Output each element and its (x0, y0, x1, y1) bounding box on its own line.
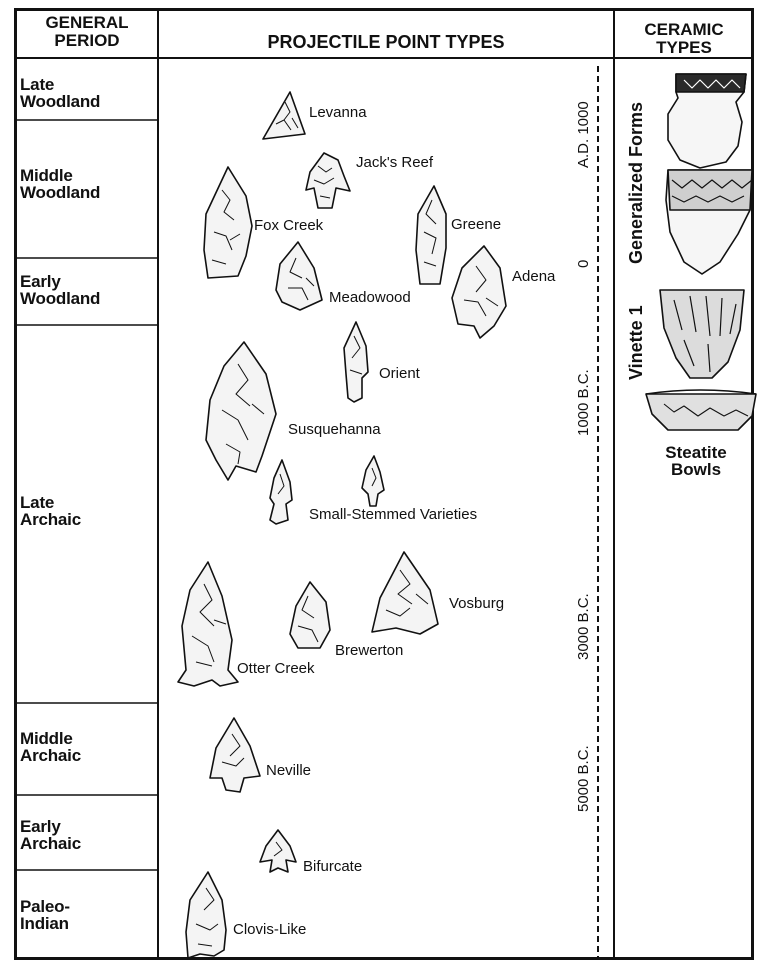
period-early-archaic: Early Archaic (20, 818, 81, 852)
steatite-bowl (646, 390, 756, 430)
vosburg-point (372, 552, 438, 634)
ceramic-types-header: CERAMIC TYPES (616, 21, 752, 57)
period-paleo-indian: Paleo- Indian (20, 898, 70, 932)
orient-point (344, 322, 368, 402)
otter-creek-point (178, 562, 238, 686)
label-meadowood: Meadowood (329, 289, 411, 306)
clovis-like-point (186, 872, 226, 958)
period-early-woodland: Early Woodland (20, 273, 100, 307)
period-late-woodland: Late Woodland (20, 76, 100, 110)
period-line: Archaic (20, 511, 81, 528)
label-adena: Adena (512, 268, 555, 285)
period-line: Late (20, 76, 100, 93)
label-greene: Greene (451, 216, 501, 233)
date-zero: 0 (575, 260, 592, 268)
neville-point (210, 718, 260, 792)
date-1000-bc: 1000 B.C. (575, 369, 592, 436)
period-middle-archaic: Middle Archaic (20, 730, 81, 764)
label-fox-creek: Fox Creek (254, 217, 323, 234)
period-middle-woodland: Middle Woodland (20, 167, 100, 201)
general-period-header-line1: GENERAL (18, 14, 156, 32)
meadowood-point (276, 242, 322, 310)
bifurcate-point (260, 830, 296, 872)
fox-creek-point (204, 167, 252, 278)
date-5000-bc: 5000 B.C. (575, 745, 592, 812)
levanna-point (263, 92, 305, 139)
label-jacks-reef: Jack's Reef (356, 154, 433, 171)
date-ad-1000: A.D. 1000 (575, 101, 592, 168)
period-late-archaic: Late Archaic (20, 494, 81, 528)
vinette-1-pot (660, 290, 744, 378)
greene-point (416, 186, 446, 284)
period-line: Woodland (20, 184, 100, 201)
generalized-form-jar-lower (666, 170, 752, 274)
period-line: Paleo- (20, 898, 70, 915)
general-period-header-line2: PERIOD (18, 32, 156, 50)
ceramic-types-header-line2: TYPES (616, 39, 752, 57)
label-susquehanna: Susquehanna (288, 421, 381, 438)
period-line: Archaic (20, 747, 81, 764)
period-line: Middle (20, 730, 81, 747)
label-vinette-1: Vinette 1 (626, 305, 647, 380)
susquehanna-point (206, 342, 276, 480)
period-line: Archaic (20, 835, 81, 852)
steatite-line: Bowls (640, 461, 752, 478)
period-line: Late (20, 494, 81, 511)
period-line: Indian (20, 915, 70, 932)
period-line: Early (20, 273, 100, 290)
label-brewerton: Brewerton (335, 642, 403, 659)
period-line: Middle (20, 167, 100, 184)
adena-point (452, 246, 506, 338)
ceramic-types-header-line1: CERAMIC (616, 21, 752, 39)
label-generalized-forms: Generalized Forms (626, 102, 647, 264)
label-orient: Orient (379, 365, 420, 382)
generalized-form-jar-upper (668, 74, 746, 168)
small-stemmed-point-right (362, 456, 384, 506)
brewerton-point (290, 582, 330, 648)
label-small-stemmed-varieties: Small-Stemmed Varieties (309, 506, 477, 523)
label-clovis-like: Clovis-Like (233, 921, 306, 938)
general-period-header: GENERAL PERIOD (18, 14, 156, 50)
label-neville: Neville (266, 762, 311, 779)
jacks-reef-point (306, 153, 350, 208)
label-otter-creek: Otter Creek (237, 660, 315, 677)
steatite-line: Steatite (640, 444, 752, 461)
label-steatite-bowls: Steatite Bowls (640, 444, 752, 478)
label-levanna: Levanna (309, 104, 367, 121)
date-3000-bc: 3000 B.C. (575, 593, 592, 660)
period-line: Woodland (20, 93, 100, 110)
period-line: Early (20, 818, 81, 835)
period-line: Woodland (20, 290, 100, 307)
label-bifurcate: Bifurcate (303, 858, 362, 875)
label-vosburg: Vosburg (449, 595, 504, 612)
small-stemmed-point-left (270, 460, 292, 524)
projectile-point-types-header: PROJECTILE POINT TYPES (160, 33, 612, 51)
